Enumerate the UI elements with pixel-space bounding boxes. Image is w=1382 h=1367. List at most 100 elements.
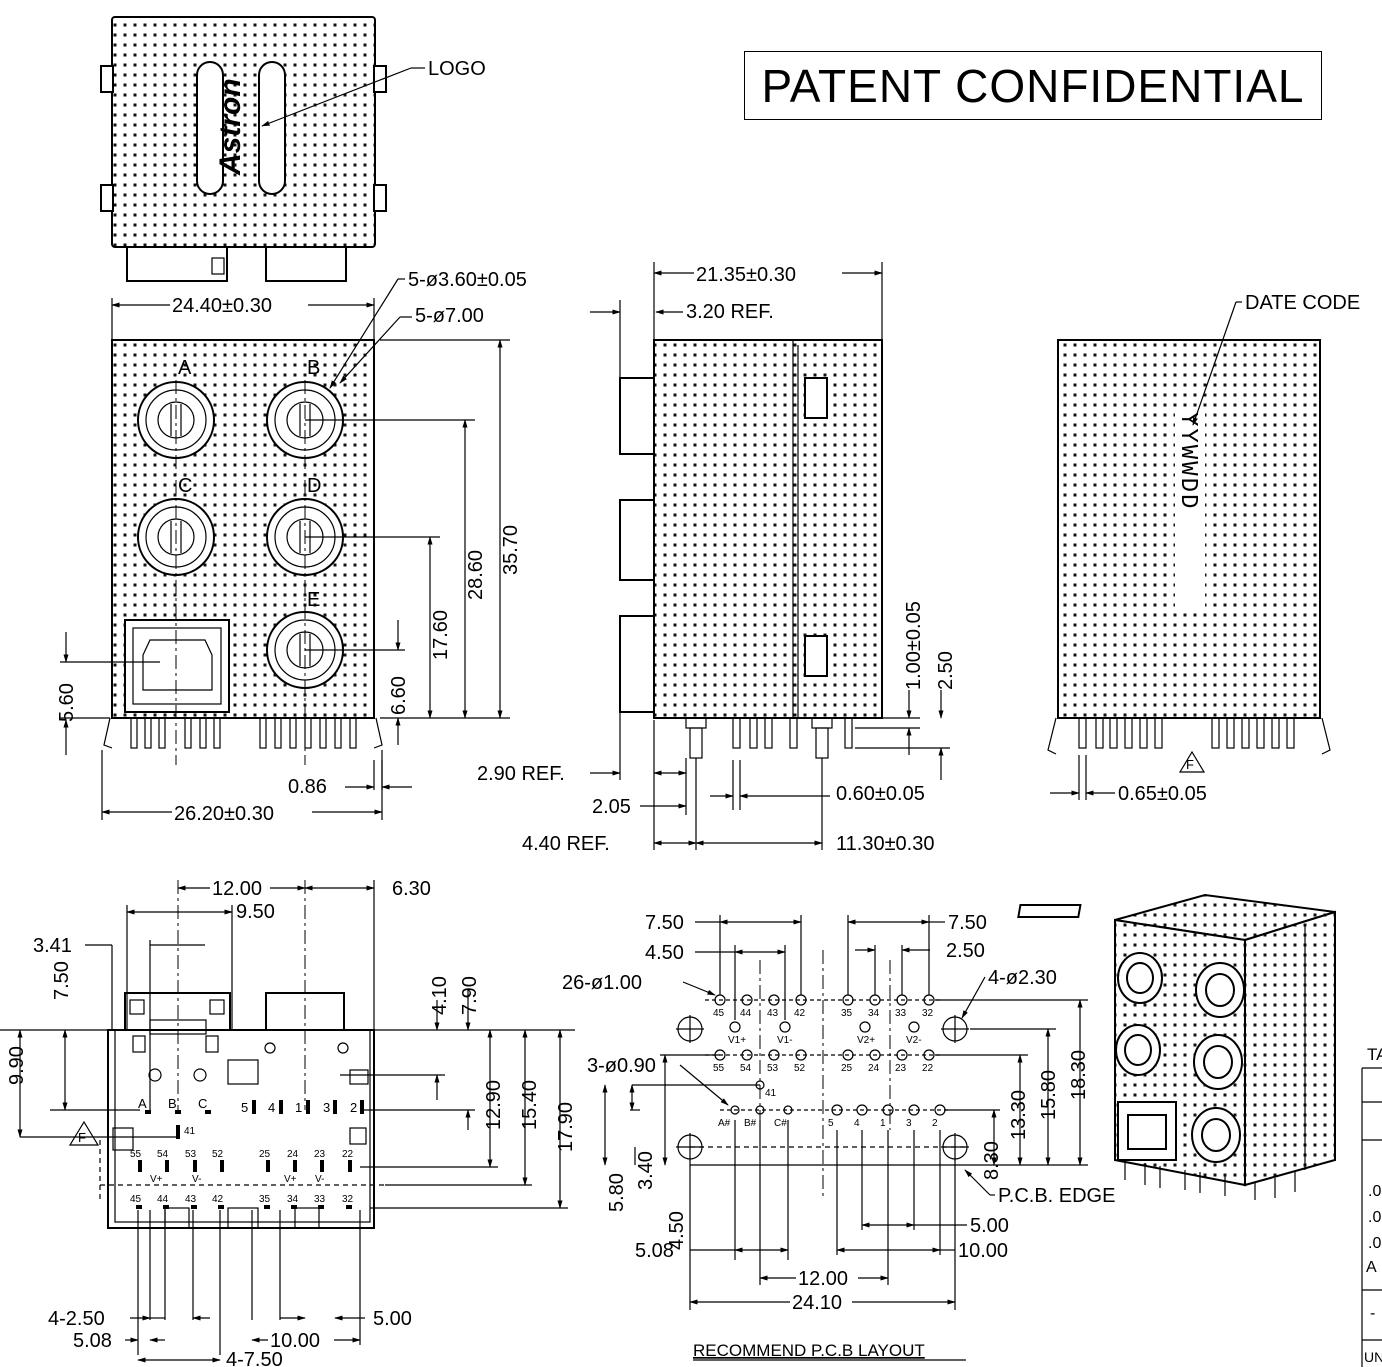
pcb-dim-18-30: 18.30 (1068, 1050, 1090, 1100)
pcb-v2-minus: V2- (906, 1035, 922, 1046)
pcb-dim-10-00: 10.00 (958, 1240, 1008, 1262)
dim-2-50: 2.50 (935, 651, 957, 690)
dim-3-20-ref: 3.20 REF. (686, 301, 774, 323)
pcb-pin-4: 4 (854, 1118, 860, 1129)
pcb-dim-12-00: 12.00 (798, 1268, 848, 1290)
dim-0-65: 0.65±0.05 (1118, 783, 1207, 805)
dim-bottom-4-2-50: 4-2.50 (48, 1308, 105, 1330)
dim-bottom-9-90: 9.90 (6, 1046, 28, 1085)
bottom-pin-22: 22 (342, 1149, 354, 1160)
pcb-dim-26-holes: 26-ø1.00 (562, 972, 642, 994)
bottom-pin-53: 53 (185, 1149, 197, 1160)
pcb-layout-title: RECOMMEND P.C.B LAYOUT (693, 1341, 925, 1360)
pcb-pin-41: 41 (765, 1088, 777, 1099)
pcb-pin-1: 1 (880, 1118, 886, 1129)
pcb-dim-3-holes: 3-ø0.90 (587, 1055, 656, 1077)
patent-confidential-banner: PATENT CONFIDENTIAL (744, 51, 1322, 120)
isometric-view (1017, 893, 1336, 1200)
pcb-dim-4-50a: 4.50 (645, 942, 684, 964)
pcb-pin-55: 55 (713, 1063, 725, 1074)
dim-hole-small: 5-ø3.60±0.05 (408, 269, 527, 291)
dim-base-width: 26.20±0.30 (174, 803, 274, 825)
dim-bottom-17-90: 17.90 (555, 1102, 577, 1152)
bottom-pin-24: 24 (287, 1149, 299, 1160)
dim-bottom-6-30: 6.30 (392, 878, 431, 900)
dim-front-width: 24.40±0.30 (172, 295, 272, 317)
pcb-pin-24: 24 (868, 1063, 880, 1074)
dim-2-05: 2.05 (592, 796, 631, 818)
pcb-pin-3: 3 (906, 1118, 912, 1129)
side-view: 21.35±0.30 3.20 REF. 1.00±0.05 2.50 2.90… (477, 261, 957, 855)
pcb-layout: 45 44 43 42 35 34 33 32 V1+ V1- V2+ V2- … (562, 912, 1115, 1361)
bottom-pin-2: 2 (350, 1100, 357, 1115)
pcb-v1-minus: V1- (777, 1035, 793, 1046)
bottom-pin-44: 44 (157, 1194, 169, 1205)
pcb-v1-plus: V1+ (728, 1035, 746, 1046)
bottom-v2-plus: V+ (284, 1174, 297, 1185)
dim-bottom-15-40: 15.40 (519, 1080, 541, 1130)
pcb-pin-23: 23 (895, 1063, 907, 1074)
logo-label: LOGO (428, 58, 486, 80)
bottom-v1-plus: V+ (150, 1174, 163, 1185)
table-line-2: .0 (1368, 1183, 1381, 1200)
bottom-pin-5: 5 (241, 1100, 248, 1115)
dim-0-60: 0.60±0.05 (836, 783, 925, 805)
dim-17-60: 17.60 (430, 610, 452, 660)
dim-bottom-9-50: 9.50 (236, 901, 275, 923)
pcb-dim-24-10: 24.10 (792, 1292, 842, 1314)
bottom-letter-b: B (168, 1096, 177, 1111)
dim-6-60: 6.60 (388, 676, 410, 715)
side-view-body (653, 339, 883, 719)
front-pins (103, 717, 383, 749)
bottom-pin-33: 33 (314, 1194, 326, 1205)
table-line-3: .0 (1368, 1209, 1381, 1226)
dim-bottom-7-90: 7.90 (459, 976, 481, 1015)
banner-text: PATENT CONFIDENTIAL (761, 59, 1305, 112)
jack-letter-b: B (307, 357, 320, 379)
pcb-pin-42: 42 (794, 1008, 806, 1019)
dim-bottom-12: 12.00 (212, 878, 262, 900)
bottom-pin-4: 4 (268, 1100, 275, 1115)
pcb-pin-33: 33 (895, 1008, 907, 1019)
dim-1-00: 1.00±0.05 (903, 601, 925, 690)
logo-slot-right (258, 61, 286, 195)
pcb-pin-22: 22 (922, 1063, 934, 1074)
dim-side-depth: 21.35±0.30 (696, 264, 796, 286)
pcb-pin-43: 43 (767, 1008, 779, 1019)
bottom-pin-3: 3 (323, 1100, 330, 1115)
optical-port (124, 619, 230, 713)
bottom-pin-32: 32 (342, 1194, 354, 1205)
pcb-dim-2-50: 2.50 (946, 940, 985, 962)
bottom-v2-minus: V- (315, 1174, 324, 1185)
pcb-pin-53: 53 (767, 1063, 779, 1074)
jack-letter-c: C (178, 475, 192, 497)
table-line-6: - (1370, 1305, 1375, 1322)
date-code-label: DATE CODE (1245, 292, 1360, 314)
bottom-pin-34: 34 (287, 1194, 299, 1205)
pcb-pin-54: 54 (740, 1063, 752, 1074)
dim-bottom-10-00: 10.00 (270, 1330, 320, 1352)
pcb-dim-4-50b: 4.50 (666, 1211, 688, 1250)
bottom-pin-55: 55 (130, 1149, 142, 1160)
bottom-pin-41: 41 (184, 1126, 196, 1137)
bottom-v1-minus: V- (192, 1174, 201, 1185)
dim-bottom-7-50: 7.50 (51, 961, 73, 1000)
bottom-pin-45: 45 (130, 1194, 142, 1205)
table-line-7: UN (1364, 1349, 1382, 1365)
rear-f-mark: F (1186, 757, 1194, 772)
pcb-pin-52: 52 (794, 1063, 806, 1074)
pcb-dim-7-50a: 7.50 (645, 912, 684, 934)
logo-slot-left (196, 61, 224, 195)
pcb-v2-plus: V2+ (857, 1035, 875, 1046)
top-view-body (111, 16, 376, 248)
table-line-1: TA (1367, 1045, 1382, 1064)
dim-bottom-5-00: 5.00 (373, 1308, 412, 1330)
pcb-dim-8-30: 8.30 (981, 1141, 1003, 1180)
dim-4-40-ref: 4.40 REF. (522, 833, 610, 855)
bottom-pin-23: 23 (314, 1149, 326, 1160)
pcb-pin-25: 25 (841, 1063, 853, 1074)
front-view: A B C D E 24.40±0.30 5-ø3.60±0.05 5-ø7.0… (56, 269, 527, 825)
pcb-dim-5-80: 5.80 (606, 1173, 628, 1212)
bottom-pin-43: 43 (185, 1194, 197, 1205)
bottom-pin-54: 54 (157, 1149, 169, 1160)
